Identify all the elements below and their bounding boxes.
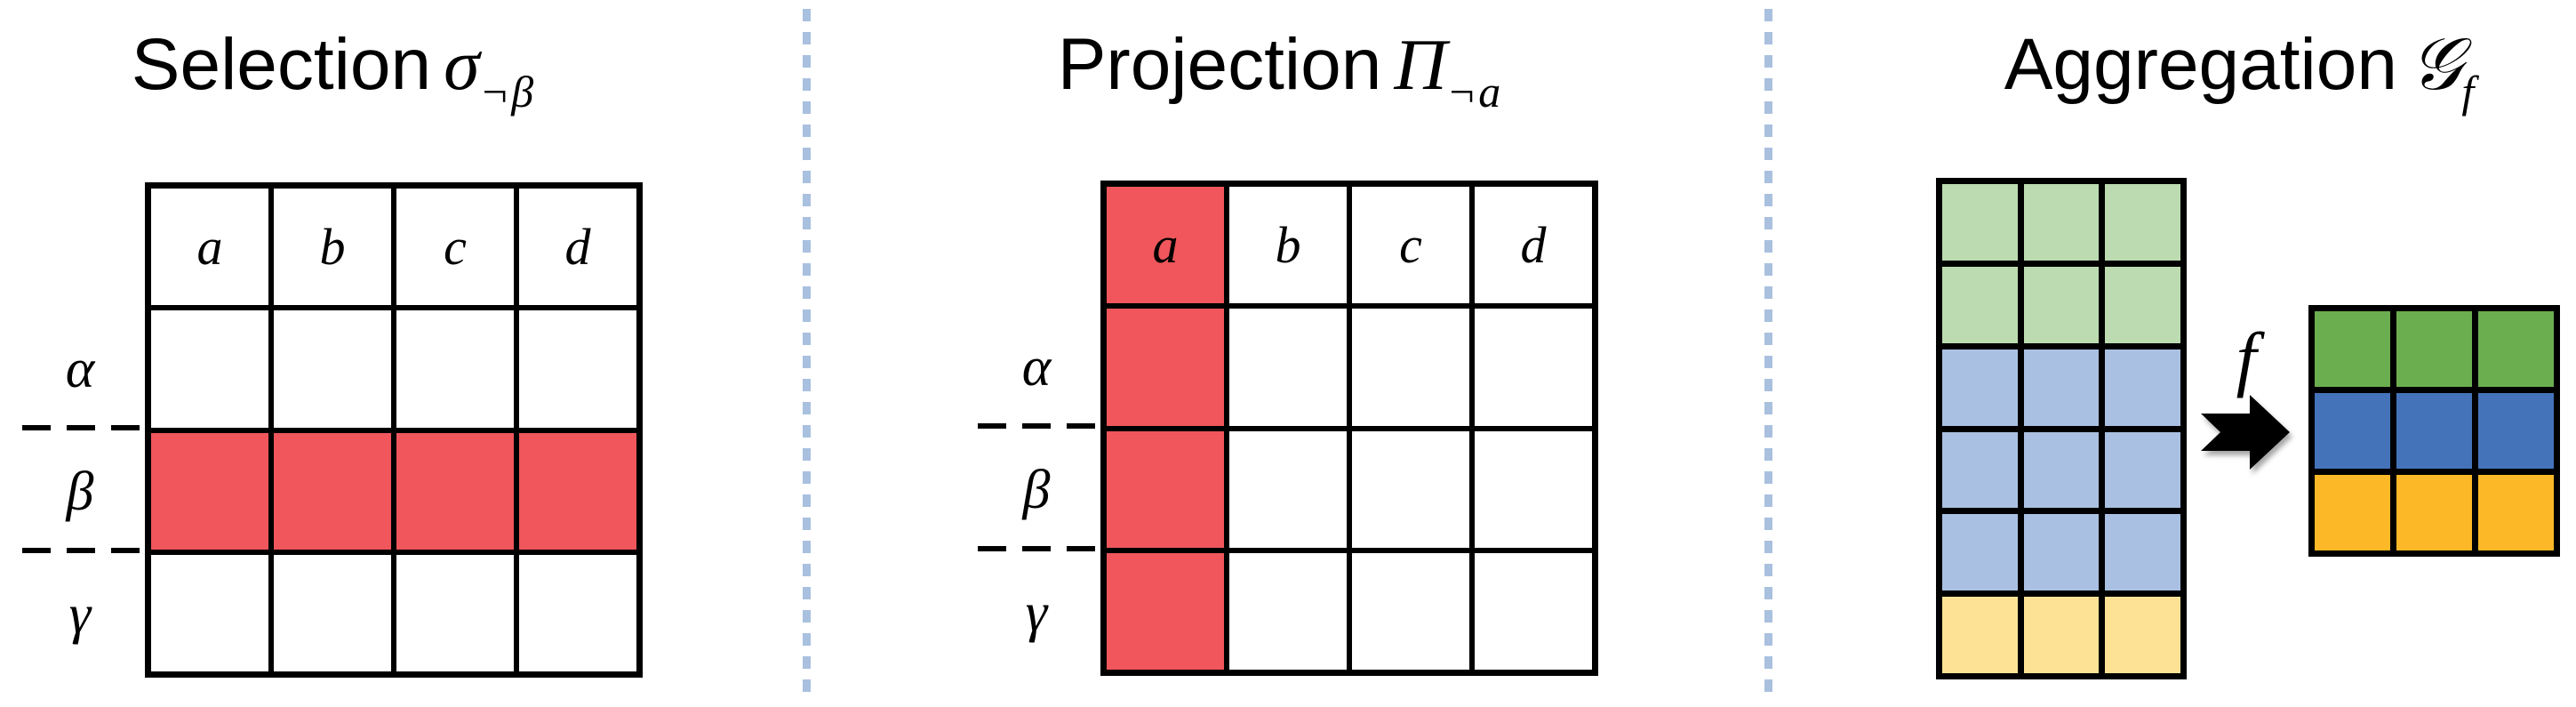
table-cell: [1229, 430, 1347, 548]
column-header-cell: c: [1352, 187, 1469, 304]
row-label-beta: β: [1022, 460, 1051, 520]
column-header-cell: d: [519, 189, 636, 306]
projection-subscript: ¬a: [1446, 67, 1503, 116]
table-cell: [1229, 309, 1347, 426]
grid-cell: [2396, 311, 2472, 387]
column-header-cell: b: [274, 189, 391, 306]
table-cell: [1352, 552, 1469, 670]
row-separator-dash: [978, 546, 1100, 551]
table-cell: [519, 554, 636, 671]
grid-cell: [2023, 184, 2100, 261]
panel-divider: [803, 9, 811, 701]
row-separator-dash: [978, 423, 1100, 429]
panel-divider: [1764, 9, 1772, 701]
grid-cell: [1942, 597, 2018, 673]
function-label: f: [2236, 317, 2257, 398]
table-cell: [1352, 430, 1469, 548]
grid-cell: [2478, 393, 2554, 469]
aggregation-input-grid: [1936, 178, 2187, 679]
grid-cell: [2396, 393, 2472, 469]
grid-cell: [1942, 266, 2018, 343]
table-cell: [151, 432, 268, 550]
grid-cell: [1942, 184, 2018, 261]
grid-cell: [1942, 349, 2018, 426]
projection-title-text: Projection: [1057, 24, 1382, 105]
grid-cell: [1942, 514, 2018, 591]
table-cell: [1475, 309, 1592, 426]
table-cell: [1229, 552, 1347, 670]
grid-cell: [2315, 393, 2390, 469]
grid-cell: [2315, 311, 2390, 387]
table-cell: [396, 432, 514, 550]
table-cell: [1107, 309, 1224, 426]
table-cell: [396, 310, 514, 428]
row-label-gamma: γ: [68, 584, 92, 645]
table-cell: [274, 554, 391, 671]
row-label-beta: β: [66, 462, 94, 522]
table-cell: [396, 554, 514, 671]
grid-cell: [2105, 597, 2180, 673]
column-header-cell: d: [1475, 187, 1592, 304]
right-block-arrow-icon: [2201, 395, 2290, 470]
column-header-cell: a: [151, 189, 268, 306]
grid-cell: [2023, 266, 2100, 343]
table-cell: [1475, 430, 1592, 548]
grid-cell: [2105, 266, 2180, 343]
grid-cell: [2478, 475, 2554, 550]
table-cell: [274, 310, 391, 428]
column-header-cell: b: [1229, 187, 1347, 304]
table-cell: [1107, 552, 1224, 670]
grid-cell: [2023, 597, 2100, 673]
grid-cell: [1942, 431, 2018, 509]
aggregation-subscript: f: [2461, 67, 2476, 116]
grid-cell: [2105, 349, 2180, 426]
column-header-cell: c: [396, 189, 514, 306]
sigma-operator: σ: [444, 24, 480, 105]
aggregation-output-grid: [2308, 305, 2560, 557]
table-cell: [1107, 430, 1224, 548]
table-cell: [151, 554, 268, 671]
grid-cell: [2478, 311, 2554, 387]
grid-cell: [2023, 431, 2100, 509]
table-cell: [1352, 309, 1469, 426]
grid-cell: [2315, 475, 2390, 550]
grid-cell: [2023, 514, 2100, 591]
selection-subscript: ¬β: [479, 67, 536, 116]
pi-operator: Π: [1394, 24, 1447, 105]
row-label-alpha: α: [1021, 337, 1052, 398]
table-cell: [151, 310, 268, 428]
grid-cell: [2105, 184, 2180, 261]
column-header-cell: a: [1107, 187, 1224, 304]
aggregation-title-text: Aggregation: [2004, 24, 2397, 105]
table-cell: [519, 310, 636, 428]
table-cell: [274, 432, 391, 550]
row-separator-dash: [22, 548, 145, 553]
script-g-operator: 𝒢: [2409, 24, 2462, 105]
grid-cell: [2105, 431, 2180, 509]
row-label-alpha: α: [65, 339, 95, 399]
table-cell: [1475, 552, 1592, 670]
row-separator-dash: [22, 425, 145, 430]
table-cell: [519, 432, 636, 550]
row-label-gamma: γ: [1025, 582, 1048, 643]
grid-cell: [2396, 475, 2472, 550]
grid-cell: [2105, 514, 2180, 591]
selection-title-text: Selection: [131, 24, 432, 105]
grid-cell: [2023, 349, 2100, 426]
